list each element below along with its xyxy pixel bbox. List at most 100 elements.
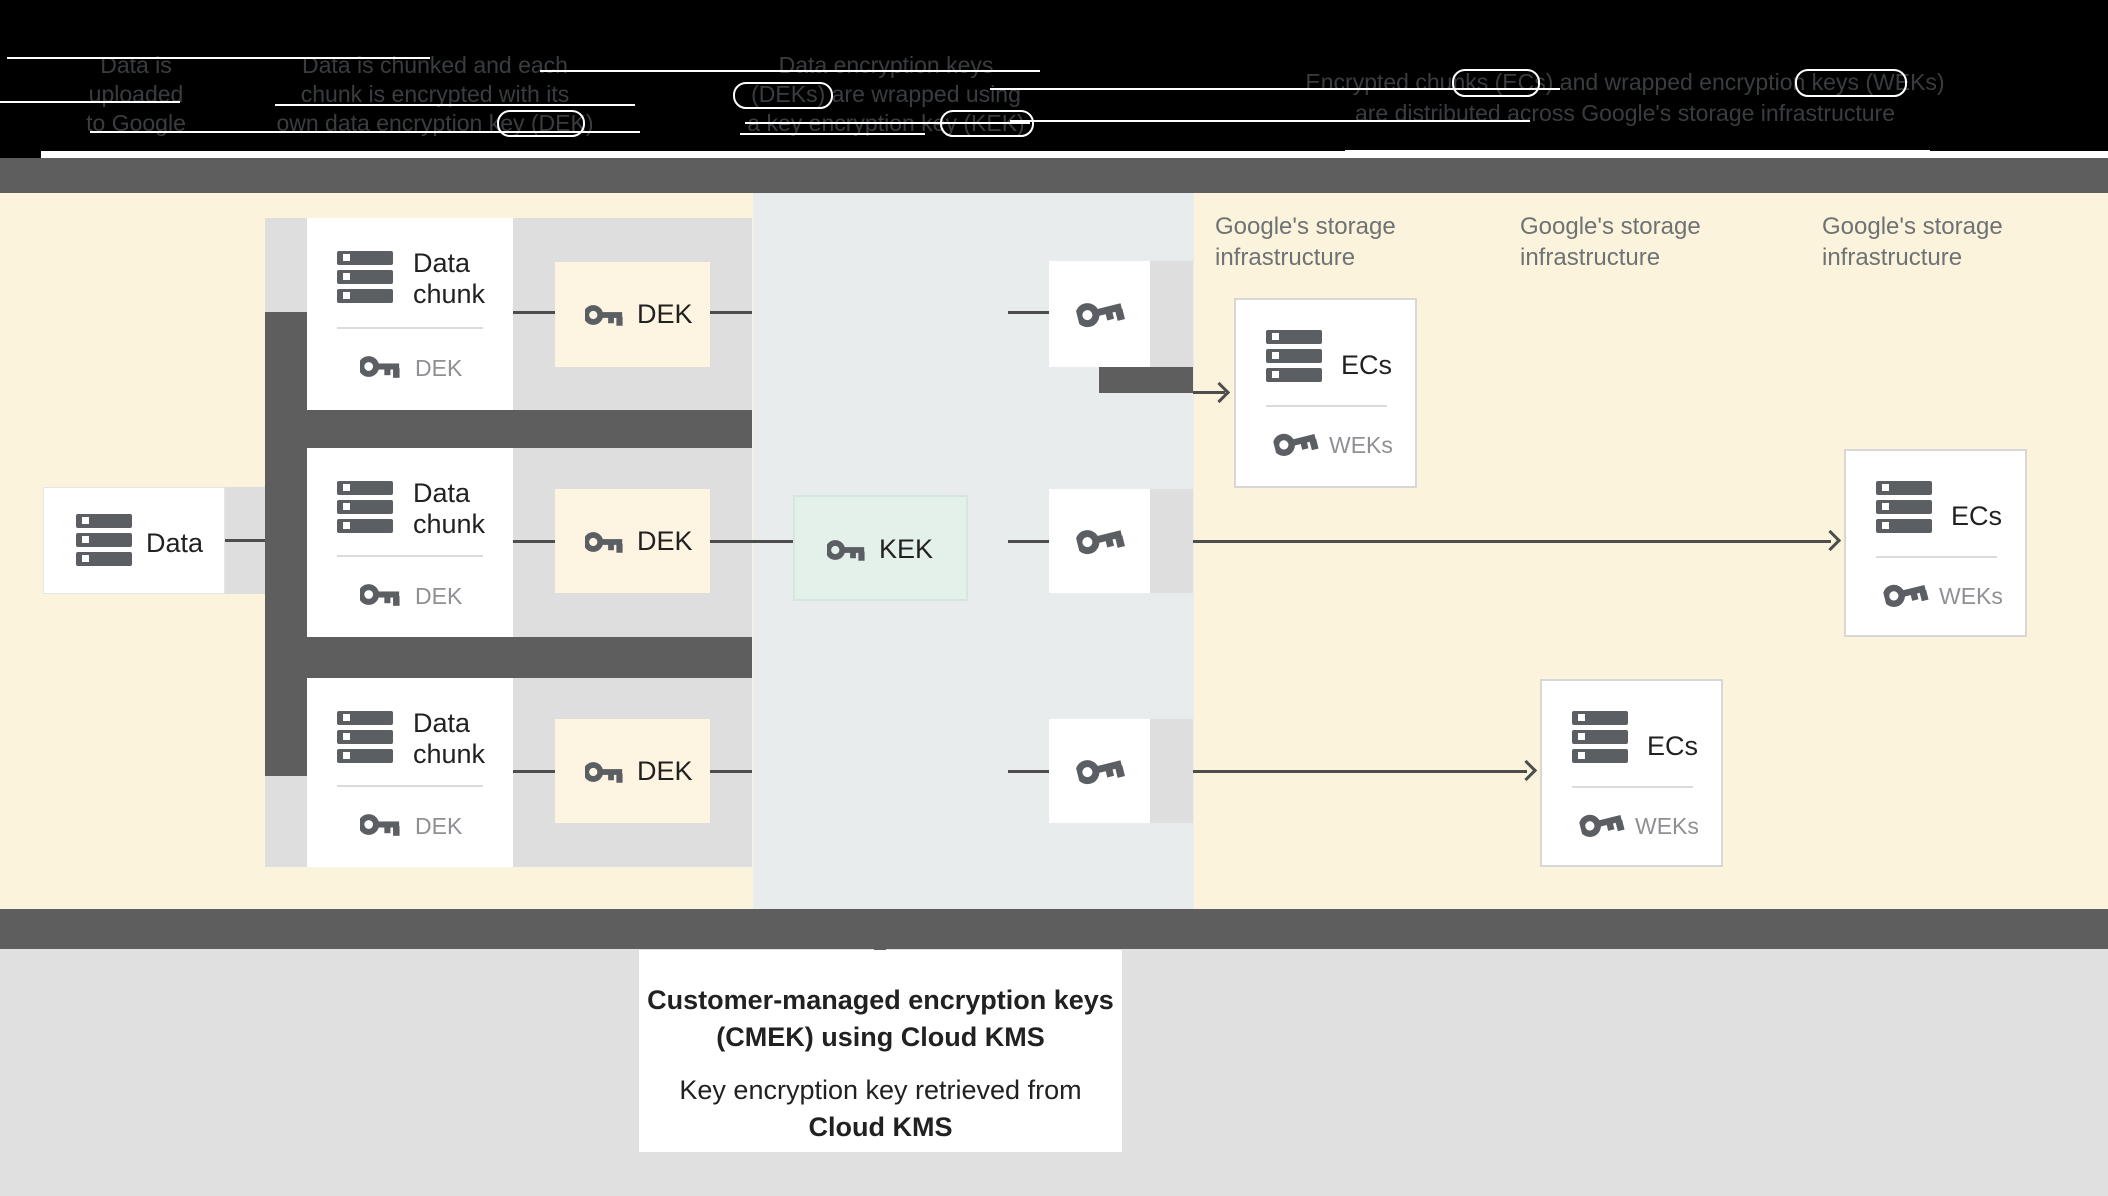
dek-box-label: DEK: [637, 299, 693, 329]
wrapped-key-tail-3: [1150, 719, 1193, 823]
artifact-line: [990, 88, 1560, 90]
legend-step-1-line-1: Data is: [100, 52, 172, 78]
storage-label-line2: infrastructure: [1520, 244, 1661, 271]
banner-bottom-gap: [41, 151, 2108, 158]
artifact-line: [745, 122, 1030, 124]
footer-paragraph-gap: [639, 1056, 1122, 1072]
dek-key-icon: [360, 584, 400, 606]
key-icon: [585, 762, 623, 783]
wrapped-key-tail-1: [1150, 261, 1193, 367]
row1-arrow-line: [1193, 391, 1225, 394]
data-chunk-stack-icon: [337, 481, 393, 538]
ec-box-label: ECs: [1647, 731, 1699, 761]
acronym-outline-kek: [940, 110, 1034, 137]
data-chunk-box-3: Data chunk DEK: [307, 678, 513, 867]
ec-box-2: ECs WEKs: [1844, 449, 2027, 637]
wrapped-key-box-2: [1049, 489, 1150, 593]
chunk-divider: [337, 785, 483, 787]
acronym-outline-deks: [733, 82, 833, 109]
legend-step-4-line-2: are distributed across Google's storage …: [1354, 100, 1896, 126]
acronym-outline-ecs: [1452, 69, 1540, 97]
data-stack-icon: [76, 514, 132, 571]
top-gray-bar: [0, 158, 2108, 193]
data-chunk-stack-icon: [337, 251, 393, 308]
legend-step-2-line-1: Data is chunked and each: [302, 52, 568, 78]
row3-arrow-line: [1151, 770, 1527, 773]
chunk-divider: [337, 327, 483, 329]
ec-divider: [1876, 556, 1997, 558]
row-gap-bar-2: [265, 637, 752, 678]
data-chunk-title-line1: Data: [413, 708, 471, 738]
wrapped-key-icon: [1075, 530, 1125, 555]
kek-box-label: KEK: [879, 534, 934, 564]
data-chunk-box-2: Data chunk DEK: [307, 448, 513, 637]
bottom-gray-bar: [0, 909, 2108, 949]
ec-stack-icon: [1876, 481, 1932, 538]
kek-box: KEK: [793, 495, 968, 601]
legend-step-4-line-1: Encrypted chunks (ECs) and wrapped encry…: [1305, 69, 1945, 95]
line-kek-to-wrapped-key-2: [1008, 540, 1049, 543]
wrapped-key-tail-2: [1150, 489, 1193, 593]
data-box-label: Data: [146, 528, 204, 558]
acronym-outline-dek: [497, 110, 585, 137]
line-chunk1-to-dek1: [513, 311, 555, 314]
storage-label-line2: infrastructure: [1215, 244, 1356, 271]
data-chunk-title-line2: chunk: [413, 509, 486, 539]
dek-key-icon: [360, 814, 400, 836]
ec-stack-icon: [1572, 711, 1628, 768]
fanout-vertical-bar: [265, 312, 307, 776]
storage-label-1: Google's storage infrastructure: [1215, 211, 1445, 273]
artifact-line: [540, 70, 1040, 72]
wek-key-icon: [1272, 433, 1319, 456]
ec-wek-label: WEKs: [1329, 432, 1393, 458]
legend-step-1-line-3: to Google: [86, 110, 186, 136]
wrapped-key-icon: [1075, 760, 1125, 785]
row2-arrow-line: [1151, 540, 1831, 543]
storage-label-line2: infrastructure: [1822, 244, 1963, 271]
storage-label-3: Google's storage infrastructure: [1822, 211, 2052, 273]
wek-key-icon: [1578, 814, 1625, 837]
data-chunk-stack-icon: [337, 711, 393, 768]
artifact-line: [740, 133, 925, 135]
data-chunk-box-1: Data chunk DEK: [307, 218, 513, 410]
data-chunk-title-line1: Data: [413, 478, 471, 508]
legend-step-1-line-2: uploaded: [88, 81, 184, 107]
legend-step-2-line-2: chunk is encrypted with its: [300, 81, 570, 107]
dek-key-icon: [360, 356, 400, 378]
line-chunk3-to-dek3: [513, 770, 555, 773]
storage-label-line1: Google's storage: [1822, 213, 2003, 240]
ec-wek-label: WEKs: [1635, 813, 1699, 839]
data-chunk-title: Data chunk: [413, 708, 485, 770]
artifact-line: [0, 101, 180, 103]
footer-title-line2: (CMEK) using Cloud KMS: [716, 1022, 1045, 1052]
footer-body-line2: Cloud KMS: [808, 1112, 953, 1142]
dek-box-2: DEK: [555, 489, 710, 593]
dek-box-label: DEK: [637, 526, 693, 556]
line-chunk2-to-dek2: [513, 540, 555, 543]
line-data-to-fanout: [225, 539, 265, 542]
line-to-wrapped-key-1: [1008, 311, 1049, 314]
artifact-line: [1010, 120, 1530, 122]
artifact-line: [90, 131, 640, 133]
data-box: Data: [43, 487, 225, 594]
line-dek2-to-kek: [710, 540, 793, 543]
legend-step-3-line-2: (DEKs) are wrapped using: [751, 81, 1021, 107]
legend-step-3-line-1: Data encryption keys: [778, 52, 994, 78]
key-icon: [827, 540, 865, 561]
ec-stack-icon: [1266, 330, 1322, 387]
wrapped-key-box-1: [1049, 261, 1150, 367]
storage-label-line1: Google's storage: [1520, 213, 1701, 240]
dek-box-1: DEK: [555, 262, 710, 367]
ec-box-label: ECs: [1951, 501, 2003, 531]
line-dek3-stub: [710, 770, 752, 773]
ec-box-1: ECs WEKs: [1234, 298, 1417, 488]
artifact-line: [275, 104, 635, 106]
ec-divider: [1266, 405, 1387, 407]
wrapped-key-box-3: [1049, 719, 1150, 823]
footer-caption-card: Customer-managed encryption keys (CMEK) …: [639, 950, 1122, 1152]
ec-box-label: ECs: [1341, 350, 1393, 380]
artifact-line: [7, 57, 430, 59]
storage-label-2: Google's storage infrastructure: [1520, 211, 1750, 273]
line-to-wrapped-key-3: [1008, 770, 1049, 773]
wek-key-icon: [1882, 584, 1929, 607]
